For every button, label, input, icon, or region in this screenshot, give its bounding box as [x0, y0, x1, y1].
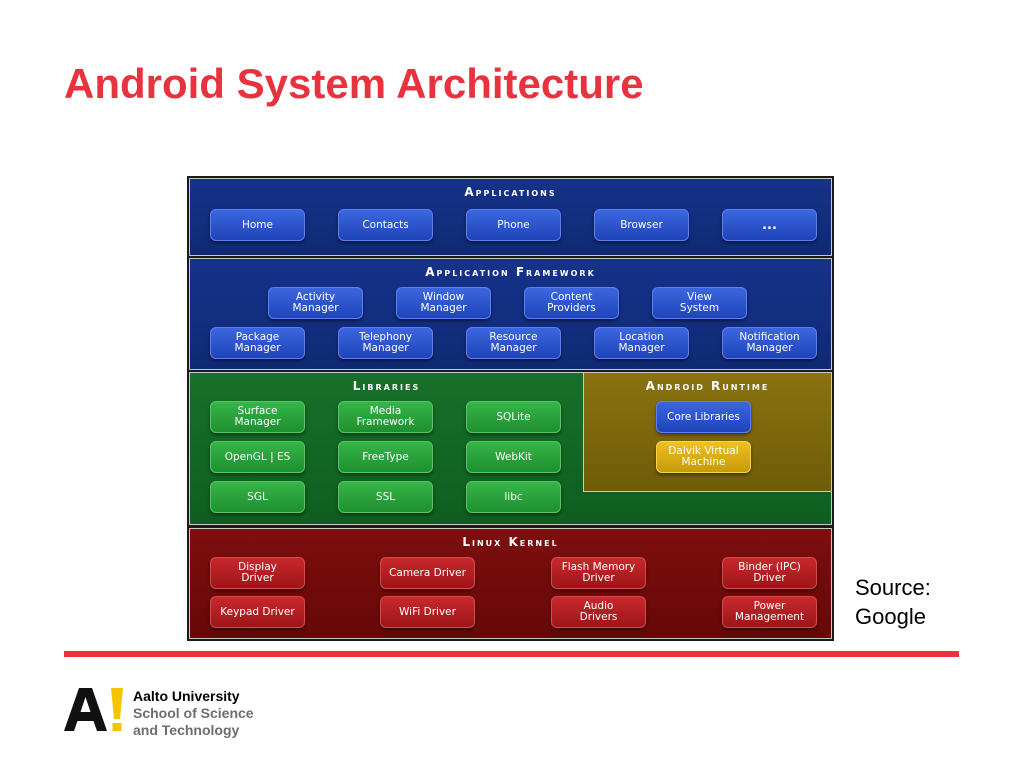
freetype-box: FreeType: [338, 441, 433, 473]
university-name-line2: School of Science: [133, 705, 254, 721]
audio-drivers-box: Audio Drivers: [551, 596, 646, 628]
application-framework-layer: Application Framework Activity Manager W…: [189, 258, 832, 370]
surface-manager-box: Surface Manager: [210, 401, 305, 433]
libc-box: libc: [466, 481, 561, 513]
window-manager-box: Window Manager: [396, 287, 491, 319]
telephony-manager-box: Telephony Manager: [338, 327, 433, 359]
view-system-box: View System: [652, 287, 747, 319]
page-title: Android System Architecture: [64, 60, 644, 107]
sqlite-box: SQLite: [466, 401, 561, 433]
linux-kernel-layer: Linux Kernel Display Driver Camera Drive…: [189, 528, 832, 639]
android-runtime-layer: Android Runtime Core Libraries Dalvik Vi…: [583, 372, 832, 492]
architecture-diagram: Applications Home Contacts Phone Browser…: [187, 176, 834, 641]
libraries-layer-title: Libraries: [352, 379, 421, 393]
footer-divider: [64, 651, 959, 657]
source-credit: Source: Google: [855, 575, 931, 629]
logo-mark-text: A!: [64, 688, 66, 689]
resource-manager-box: Resource Manager: [466, 327, 561, 359]
dalvik-vm-box: Dalvik Virtual Machine: [656, 441, 751, 473]
app-browser-box: Browser: [594, 209, 689, 241]
binder-ipc-driver-box: Binder (IPC) Driver: [722, 557, 817, 589]
camera-driver-box: Camera Driver: [380, 557, 475, 589]
notification-manager-box: Notification Manager: [722, 327, 817, 359]
power-management-box: Power Management: [722, 596, 817, 628]
applications-layer-title: Applications: [464, 185, 557, 199]
activity-manager-box: Activity Manager: [268, 287, 363, 319]
media-framework-box: Media Framework: [338, 401, 433, 433]
app-more-box: ...: [722, 209, 817, 241]
keypad-driver-box: Keypad Driver: [210, 596, 305, 628]
wifi-driver-box: WiFi Driver: [380, 596, 475, 628]
applications-layer: Applications Home Contacts Phone Browser…: [189, 178, 832, 256]
flash-memory-driver-box: Flash Memory Driver: [551, 557, 646, 589]
runtime-layer-title: Android Runtime: [645, 379, 770, 393]
kernel-layer-title: Linux Kernel: [462, 535, 559, 549]
location-manager-box: Location Manager: [594, 327, 689, 359]
university-name-line1: Aalto University: [133, 688, 240, 704]
sgl-box: SGL: [210, 481, 305, 513]
webkit-box: WebKit: [466, 441, 561, 473]
package-manager-box: Package Manager: [210, 327, 305, 359]
university-name-line3: and Technology: [133, 722, 240, 738]
ssl-box: SSL: [338, 481, 433, 513]
app-home-box: Home: [210, 209, 305, 241]
core-libraries-box: Core Libraries: [656, 401, 751, 433]
opengl-es-box: OpenGL | ES: [210, 441, 305, 473]
app-contacts-box: Contacts: [338, 209, 433, 241]
aalto-logo-icon: A!: [64, 688, 123, 731]
framework-layer-title: Application Framework: [425, 265, 596, 279]
content-providers-box: Content Providers: [524, 287, 619, 319]
app-phone-box: Phone: [466, 209, 561, 241]
university-name: Aalto University School of Science and T…: [133, 688, 254, 739]
display-driver-box: Display Driver: [210, 557, 305, 589]
